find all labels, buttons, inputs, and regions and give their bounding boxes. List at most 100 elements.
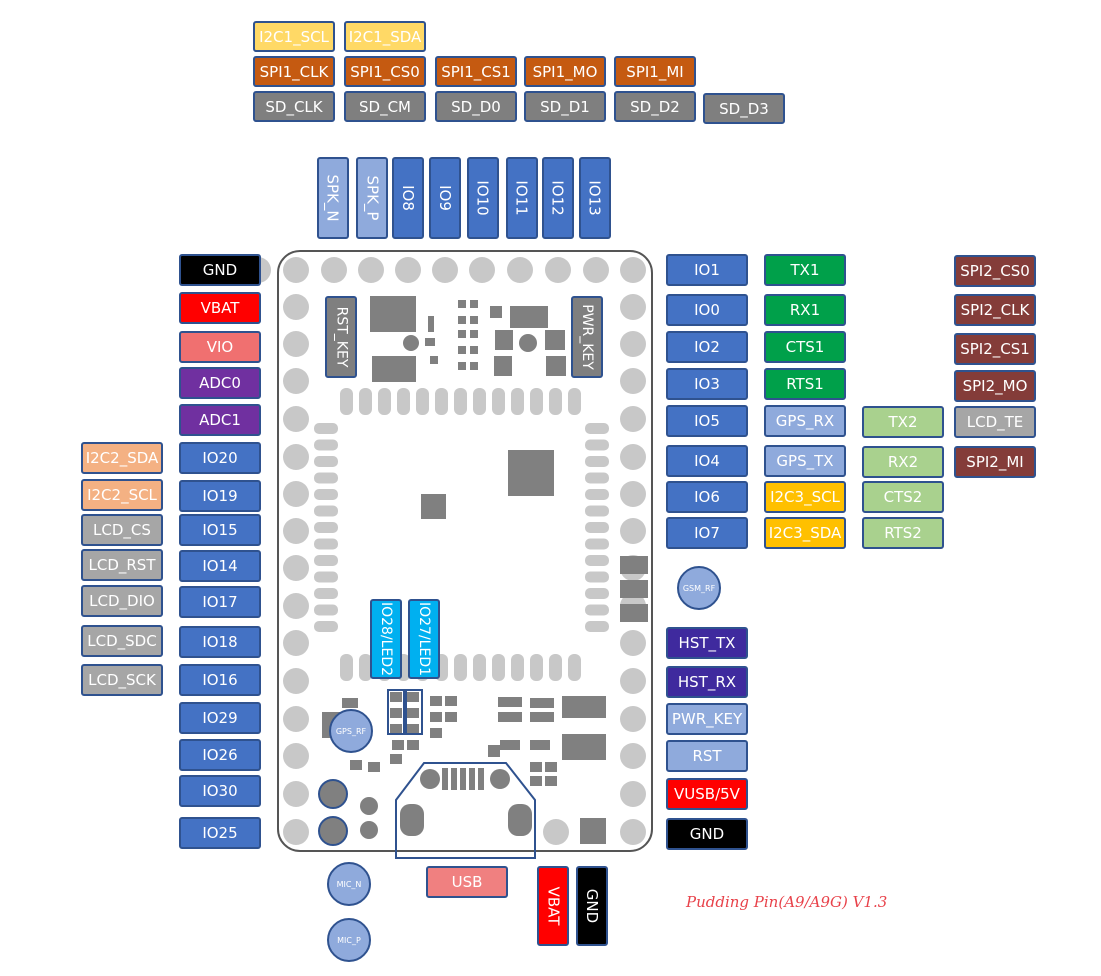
pin-label-io4: IO4 (666, 445, 748, 477)
pin-label-text: IO29 (202, 709, 238, 727)
pin-label-text: RTS1 (786, 375, 824, 393)
pin-label-rst: RST (666, 740, 748, 772)
component (407, 708, 419, 718)
pin-label-io0: IO0 (666, 294, 748, 326)
led-frame (387, 689, 405, 735)
pin-label-gps-tx: GPS_TX (764, 445, 846, 477)
component (545, 762, 557, 772)
pin-label-io18: IO18 (179, 626, 261, 658)
pin-label-pwr-key: PWR_KEY (571, 296, 603, 378)
module-pad-left (314, 621, 338, 632)
pin-label-text: IO11 (513, 180, 532, 216)
module-pad-top (435, 388, 448, 415)
pin-label-text: ADC0 (199, 374, 241, 392)
pin-label-lcd-sck: LCD_SCK (81, 664, 163, 696)
right-pad (620, 706, 646, 732)
pin-label-sd-d1: SD_D1 (524, 91, 606, 122)
top-pad (358, 257, 384, 283)
component (562, 696, 606, 718)
module-pad-left (314, 604, 338, 616)
usb-pad (420, 769, 440, 789)
usb-pin (460, 768, 466, 790)
pin-label-rst-key: RST_KEY (325, 296, 357, 378)
pin-label-text: IO18 (202, 633, 238, 651)
component (445, 696, 457, 706)
component (510, 306, 548, 328)
pin-label-sd-cm: SD_CM (344, 91, 426, 122)
component (458, 316, 466, 324)
component (530, 776, 542, 786)
led-frame (405, 689, 423, 735)
pin-label-text: PWR_KEY (579, 304, 595, 370)
pin-label-text: LCD_TE (966, 413, 1024, 431)
module-pad-right (585, 522, 609, 533)
module-pad-bottom (511, 654, 524, 681)
component (498, 697, 522, 707)
pin-label-io26: IO26 (179, 739, 261, 771)
pin-label-lcd-te: LCD_TE (954, 406, 1036, 438)
left-pad (283, 819, 309, 845)
top-pad (321, 257, 347, 283)
pin-label-spi2-clk: SPI2_CLK (954, 294, 1036, 326)
pin-label-text: IO26 (202, 746, 238, 764)
module-pad-left (314, 505, 338, 517)
pin-label-text: VIO (206, 338, 234, 356)
pin-label-io30: IO30 (179, 775, 261, 807)
pin-label-io6: IO6 (666, 481, 748, 513)
pin-label-io9: IO9 (429, 157, 461, 239)
pin-label-lcd-cs: LCD_CS (81, 514, 163, 546)
left-pad (283, 706, 309, 732)
pin-label-text: IO16 (202, 671, 238, 689)
left-pad (283, 743, 309, 769)
module-pad-left (314, 472, 338, 484)
module-pad-left (314, 555, 338, 566)
bottom-pad (543, 819, 569, 845)
pin-label-text: SD_CM (359, 97, 411, 116)
pin-label-text: IO27/LED1 (416, 601, 433, 677)
component (390, 724, 402, 734)
pin-label-text: GPS_TX (776, 452, 834, 470)
pin-label-text: SD_D1 (540, 97, 590, 116)
module-pad-right (585, 439, 609, 451)
pin-label-text: SPI2_CS0 (960, 262, 1030, 280)
component (350, 760, 362, 770)
module-pad-top (454, 388, 467, 415)
pin-label-gnd: GND (179, 254, 261, 286)
top-pad (583, 257, 609, 283)
component (545, 330, 565, 350)
pin-label-spk-n: SPK_N (317, 157, 349, 239)
pin-label-io13: IO13 (579, 157, 611, 239)
antenna-pad-gsm-rf: GSM_RF (677, 566, 721, 610)
main-chip (508, 450, 554, 496)
left-pad (283, 781, 309, 807)
pin-label-io27-led1: IO27/LED1 (408, 599, 440, 679)
component (470, 330, 478, 338)
component (470, 300, 478, 308)
pin-label-text: IO10 (474, 180, 493, 216)
module-pad-top (473, 388, 486, 415)
module-pad-left (314, 489, 338, 500)
pin-label-text: VBAT (544, 886, 562, 926)
component (620, 604, 648, 622)
right-pad (620, 444, 646, 470)
pin-label-i2c1-sda: I2C1_SDA (344, 21, 426, 52)
module-pad-top (340, 388, 353, 415)
pin-label-spi1-mo: SPI1_MO (524, 56, 606, 87)
pin-label-text: SD_D0 (451, 97, 501, 116)
component (407, 740, 419, 750)
pin-label-tx2: TX2 (862, 406, 944, 438)
pin-label-text: SD_D3 (719, 99, 769, 118)
left-pad (283, 668, 309, 694)
component (470, 346, 478, 354)
pin-label-sd-clk: SD_CLK (253, 91, 335, 122)
pin-label-vio: VIO (179, 331, 261, 363)
pin-label-spi2-cs1: SPI2_CS1 (954, 333, 1036, 365)
pin-label-spi1-cs0: SPI1_CS0 (344, 56, 426, 87)
pin-label-lcd-rst: LCD_RST (81, 549, 163, 581)
pin-label-text: SPI2_CLK (960, 301, 1030, 319)
pin-label-text: SD_CLK (265, 97, 323, 116)
component (498, 712, 522, 722)
pin-label-hst-tx: HST_TX (666, 627, 748, 659)
pin-label-text: USB (451, 873, 483, 891)
usb-pad (400, 804, 424, 836)
